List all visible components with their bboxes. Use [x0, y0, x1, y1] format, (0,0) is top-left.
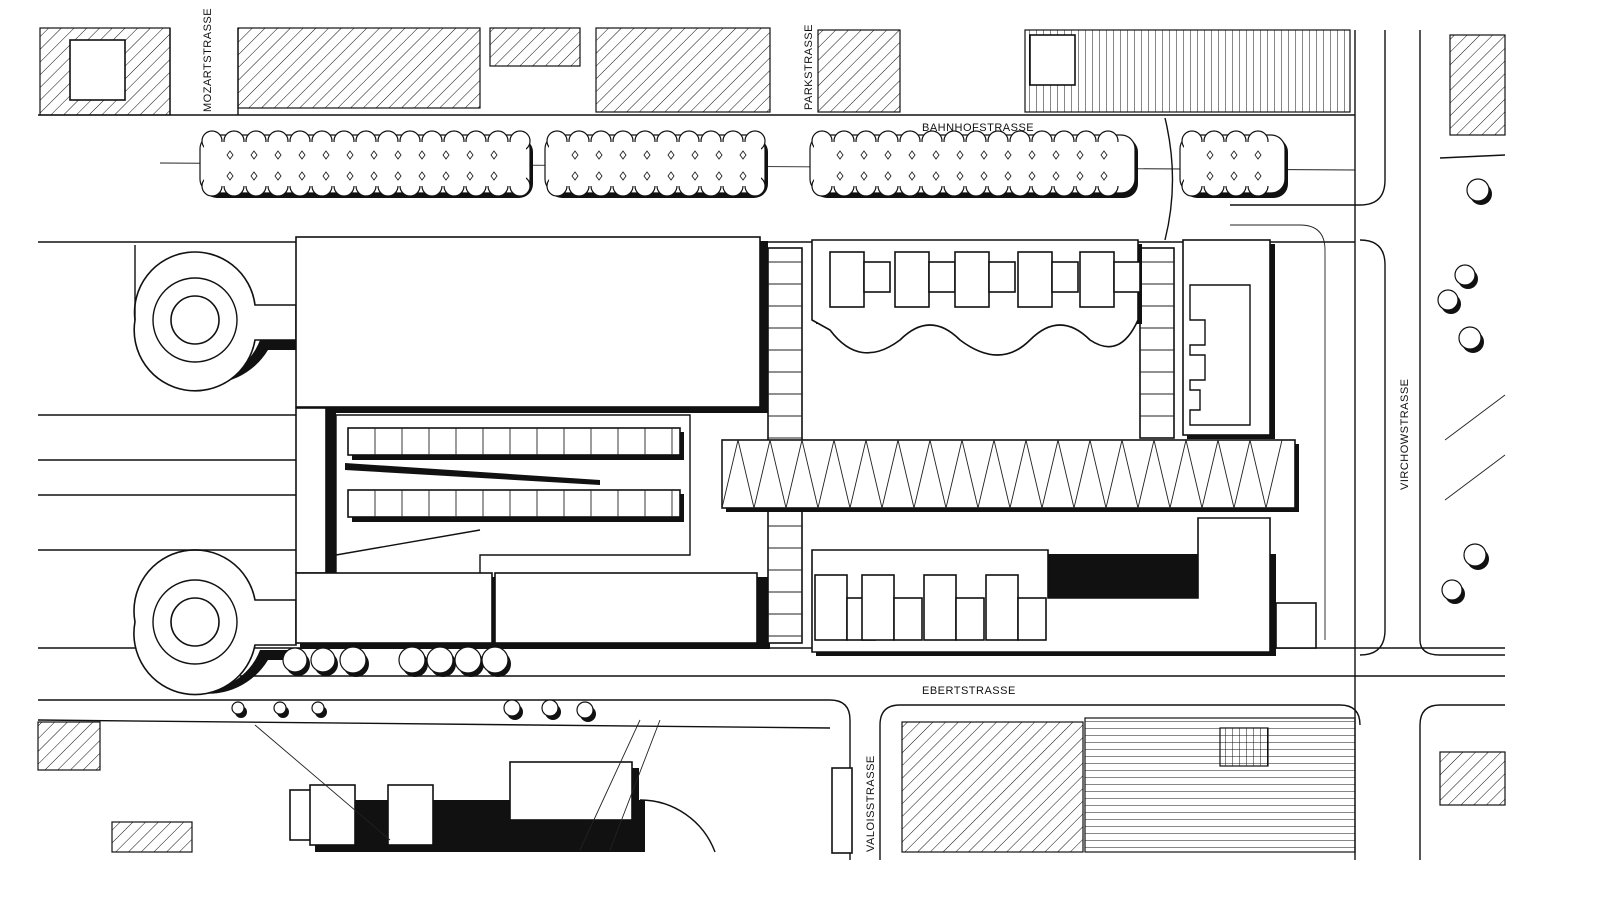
- new-building-east: [1182, 239, 1275, 439]
- housing-unit: [894, 251, 930, 308]
- tree: [1466, 178, 1490, 202]
- tree-row: [544, 130, 768, 198]
- tree: [339, 646, 367, 674]
- tree: [1454, 264, 1476, 286]
- tree-row: [199, 130, 533, 198]
- housing-unit: [1017, 251, 1053, 308]
- tree: [541, 699, 559, 717]
- tree: [503, 699, 521, 717]
- existing-buildings-north: [39, 27, 1506, 136]
- housing-unit: [829, 251, 865, 308]
- housing-unit: [1079, 251, 1115, 308]
- housing-unit: [923, 574, 957, 641]
- tree: [1463, 543, 1487, 567]
- tree: [273, 701, 287, 715]
- tree: [1458, 326, 1482, 350]
- label-parkstrasse: PARKSTRASSE: [803, 24, 815, 110]
- label-mozartstrasse: MOZARTSTRASSE: [202, 8, 214, 112]
- label-bahnhofstrasse: BAHNHOFSTRASSE: [922, 122, 1034, 134]
- railway-tracks: [38, 414, 296, 551]
- housing-unit: [861, 574, 895, 641]
- tree: [311, 701, 325, 715]
- roundabout-south: [133, 549, 297, 696]
- label-ebertstrasse: EBERTSTRASSE: [922, 685, 1016, 697]
- label-virchowstrasse: VIRCHOWSTRASSE: [1399, 378, 1411, 490]
- existing-buildings-south: [37, 717, 1506, 854]
- street-trees: [231, 178, 1492, 722]
- tree: [1441, 579, 1463, 601]
- tree-row: [809, 130, 1138, 198]
- tree: [282, 647, 308, 673]
- tree: [426, 646, 454, 674]
- zigzag-canopy: [721, 439, 1299, 512]
- tree-rows: [199, 130, 1288, 198]
- tree: [398, 646, 426, 674]
- housing-unit: [814, 574, 848, 641]
- tree: [231, 701, 245, 715]
- new-building-north: [811, 239, 1142, 356]
- station-building: [295, 236, 1175, 649]
- tree: [576, 701, 594, 719]
- tree: [454, 646, 482, 674]
- tree: [481, 646, 509, 674]
- tree: [1437, 289, 1459, 311]
- tree: [310, 647, 336, 673]
- housing-unit: [954, 251, 990, 308]
- roundabout-north: [133, 245, 297, 392]
- label-valoisstrasse: VALOISSTRASSE: [865, 755, 877, 852]
- tree-row: [1179, 130, 1288, 198]
- housing-unit: [985, 574, 1019, 641]
- new-building-south: [811, 517, 1317, 656]
